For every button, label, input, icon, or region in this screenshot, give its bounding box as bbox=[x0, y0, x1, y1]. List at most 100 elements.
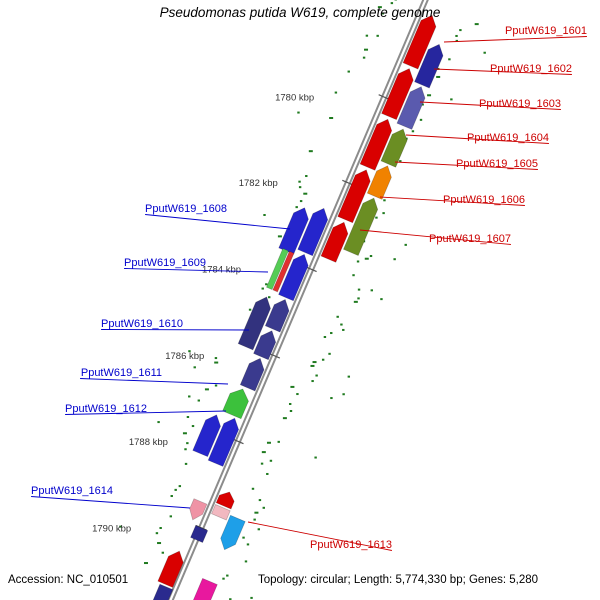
gene-arrow-PputW619_1602[interactable] bbox=[414, 43, 444, 89]
gene-arrow[interactable] bbox=[215, 491, 235, 510]
gc-dot bbox=[184, 462, 188, 465]
gene-label-PputW619_1609[interactable]: PputW619_1609 bbox=[124, 257, 206, 269]
gc-dot bbox=[303, 192, 308, 195]
gc-dot bbox=[314, 456, 317, 459]
gc-dot bbox=[261, 451, 266, 454]
scale-tick-label: 1782 kbp bbox=[239, 178, 278, 189]
gc-dot bbox=[342, 393, 345, 396]
gc-dot bbox=[296, 393, 299, 396]
gene-label-PputW619_1601[interactable]: PputW619_1601 bbox=[505, 25, 587, 37]
gene-label-PputW619_1610[interactable]: PputW619_1610 bbox=[101, 318, 183, 330]
gene-arrow[interactable] bbox=[190, 525, 209, 543]
gene-arrow[interactable] bbox=[253, 330, 277, 361]
gc-dot bbox=[261, 287, 264, 290]
gene-arrow-PputW619_1607[interactable] bbox=[320, 221, 349, 263]
gc-dot bbox=[250, 596, 253, 599]
gene-arrow-PputW619_1604[interactable] bbox=[380, 128, 408, 168]
label-leader-line bbox=[247, 521, 392, 551]
gc-dot bbox=[455, 39, 459, 42]
gc-dot bbox=[290, 385, 295, 388]
gene-label-PputW619_1613[interactable]: PputW619_1613 bbox=[310, 539, 392, 551]
gc-dot bbox=[364, 48, 369, 51]
gene-arrow-PputW619_1609[interactable] bbox=[278, 253, 309, 302]
gc-dot bbox=[266, 441, 271, 444]
gene-arrow-PputW619_1614[interactable] bbox=[189, 498, 208, 521]
gene-arrow[interactable] bbox=[189, 577, 218, 600]
gc-dot bbox=[169, 515, 173, 518]
gc-dot bbox=[364, 257, 369, 260]
gene-label-PputW619_1614[interactable]: PputW619_1614 bbox=[31, 485, 113, 497]
gc-dot bbox=[436, 75, 441, 78]
gene-arrow-PputW619_1606[interactable] bbox=[343, 197, 379, 256]
gene-label-PputW619_1612[interactable]: PputW619_1612 bbox=[65, 403, 147, 415]
gc-dot bbox=[411, 130, 415, 133]
gene-arrow[interactable] bbox=[157, 550, 184, 588]
gene-arrow-PputW619_1603[interactable] bbox=[396, 86, 426, 130]
gc-dot bbox=[262, 506, 265, 509]
gene-arrow[interactable] bbox=[192, 414, 221, 458]
gc-dot bbox=[246, 543, 250, 546]
gene-arrow-PputW619_1605[interactable] bbox=[366, 165, 392, 200]
gene-label-PputW619_1602[interactable]: PputW619_1602 bbox=[490, 63, 572, 75]
gc-dot bbox=[311, 380, 314, 383]
gene-arrow[interactable] bbox=[237, 296, 271, 351]
gc-dot bbox=[186, 442, 189, 445]
gene-arrow[interactable] bbox=[272, 250, 295, 293]
gc-dot bbox=[390, 2, 394, 5]
gc-dot bbox=[157, 542, 162, 545]
gc-dot bbox=[186, 416, 190, 419]
map-title: Pseudomonas putida W619, complete genome bbox=[159, 5, 441, 20]
gene-arrow[interactable] bbox=[152, 583, 174, 600]
gene-label-PputW619_1611[interactable]: PputW619_1611 bbox=[81, 367, 162, 379]
gc-dot bbox=[380, 298, 383, 301]
gene-label-PputW619_1605[interactable]: PputW619_1605 bbox=[456, 158, 538, 170]
gc-dot bbox=[336, 315, 339, 318]
gene-arrow[interactable] bbox=[211, 504, 231, 521]
gc-dot bbox=[269, 459, 273, 462]
gc-dot bbox=[328, 352, 331, 355]
gc-dot bbox=[277, 440, 280, 443]
status-accession: Accession: NC_010501 bbox=[8, 574, 129, 586]
gc-content-dots bbox=[119, 0, 486, 600]
gc-dot bbox=[310, 364, 315, 367]
gc-dot bbox=[483, 51, 486, 54]
gene-arrow[interactable] bbox=[207, 417, 239, 467]
gene-label-PputW619_1604[interactable]: PputW619_1604 bbox=[467, 132, 549, 144]
gene-label-PputW619_1606[interactable]: PputW619_1606 bbox=[443, 194, 525, 206]
gc-dot bbox=[266, 472, 269, 475]
gene-label-PputW619_1607[interactable]: PputW619_1607 bbox=[429, 233, 511, 245]
gc-dot bbox=[242, 536, 245, 539]
gene-arrow[interactable] bbox=[266, 248, 289, 290]
gene-label-PputW619_1608[interactable]: PputW619_1608 bbox=[145, 203, 227, 215]
gene-arrows bbox=[152, 14, 444, 600]
gc-dot bbox=[184, 448, 187, 451]
gene-arrow-PputW619_1601[interactable] bbox=[402, 14, 437, 70]
gc-dot bbox=[427, 94, 432, 97]
gc-dot bbox=[323, 336, 327, 339]
gene-arrow[interactable] bbox=[359, 118, 393, 171]
label-leader-line bbox=[124, 268, 269, 273]
label-leader-line bbox=[433, 68, 572, 75]
gc-dot bbox=[382, 212, 385, 215]
gene-arrow-PputW619_1610[interactable] bbox=[264, 299, 290, 333]
label-leader-line bbox=[405, 134, 549, 144]
gc-dot bbox=[295, 206, 298, 209]
gc-dot bbox=[377, 6, 382, 9]
gc-dot bbox=[298, 180, 301, 183]
genome-axis-line bbox=[167, 0, 425, 600]
gc-dot bbox=[197, 399, 201, 402]
gc-dot bbox=[357, 297, 360, 300]
gc-dot bbox=[340, 323, 343, 326]
gene-arrow-PputW619_1608[interactable] bbox=[297, 207, 329, 257]
gene-arrow[interactable] bbox=[381, 68, 414, 121]
gc-dot bbox=[257, 528, 261, 531]
gc-dot bbox=[119, 525, 122, 528]
gene-labels: PputW619_1601PputW619_1602PputW619_1603P… bbox=[31, 25, 587, 551]
gene-arrow-PputW619_1613[interactable] bbox=[220, 514, 246, 551]
gene-arrow-PputW619_1612[interactable] bbox=[222, 388, 249, 420]
gc-dot bbox=[383, 199, 386, 202]
gene-label-PputW619_1603[interactable]: PputW619_1603 bbox=[479, 98, 561, 110]
gene-arrow-PputW619_1611[interactable] bbox=[239, 357, 265, 392]
gc-dot bbox=[229, 598, 232, 600]
gene-arrow[interactable] bbox=[337, 169, 371, 224]
